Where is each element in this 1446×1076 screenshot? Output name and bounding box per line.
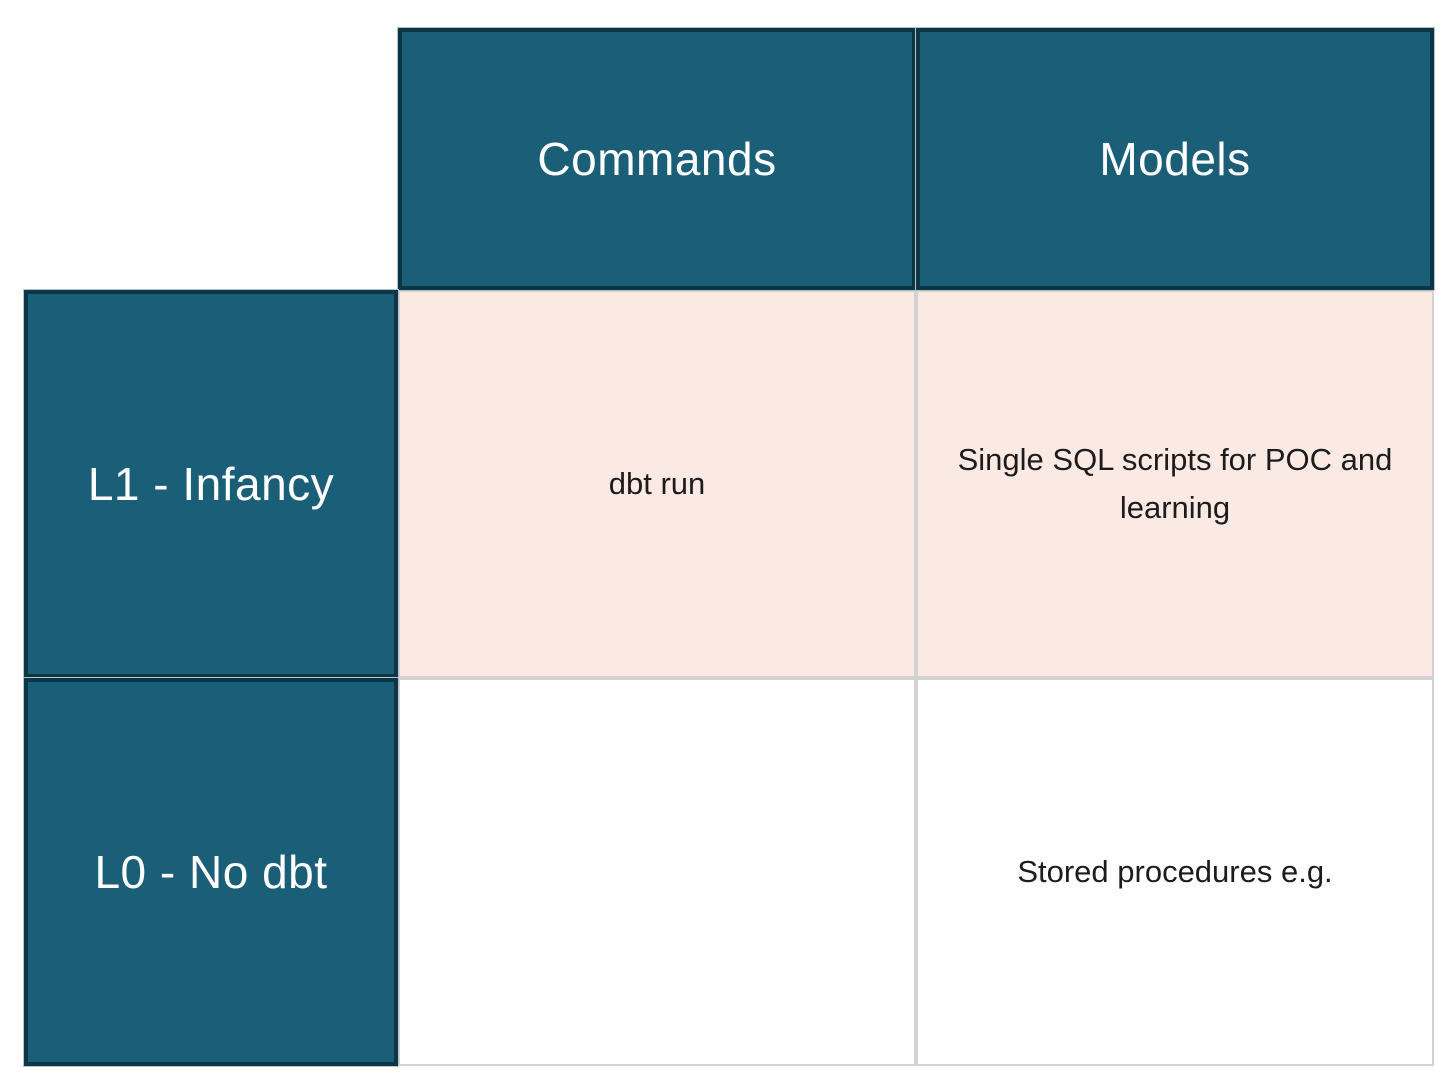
- cell-l1-commands: dbt run: [398, 290, 916, 678]
- cell-l1-models: Single SQL scripts for POC and learning: [916, 290, 1434, 678]
- cell-l0-models: Stored procedures e.g.: [916, 678, 1434, 1066]
- cell-l0-commands: [398, 678, 916, 1066]
- column-header-models: Models: [916, 28, 1434, 290]
- row-header-l1-infancy: L1 - Infancy: [24, 290, 398, 678]
- column-header-commands: Commands: [398, 28, 916, 290]
- dbt-maturity-table: Commands Models L1 - Infancy dbt run Sin…: [24, 28, 1434, 1066]
- table-corner-spacer: [24, 28, 398, 290]
- row-header-l0-no-dbt: L0 - No dbt: [24, 678, 398, 1066]
